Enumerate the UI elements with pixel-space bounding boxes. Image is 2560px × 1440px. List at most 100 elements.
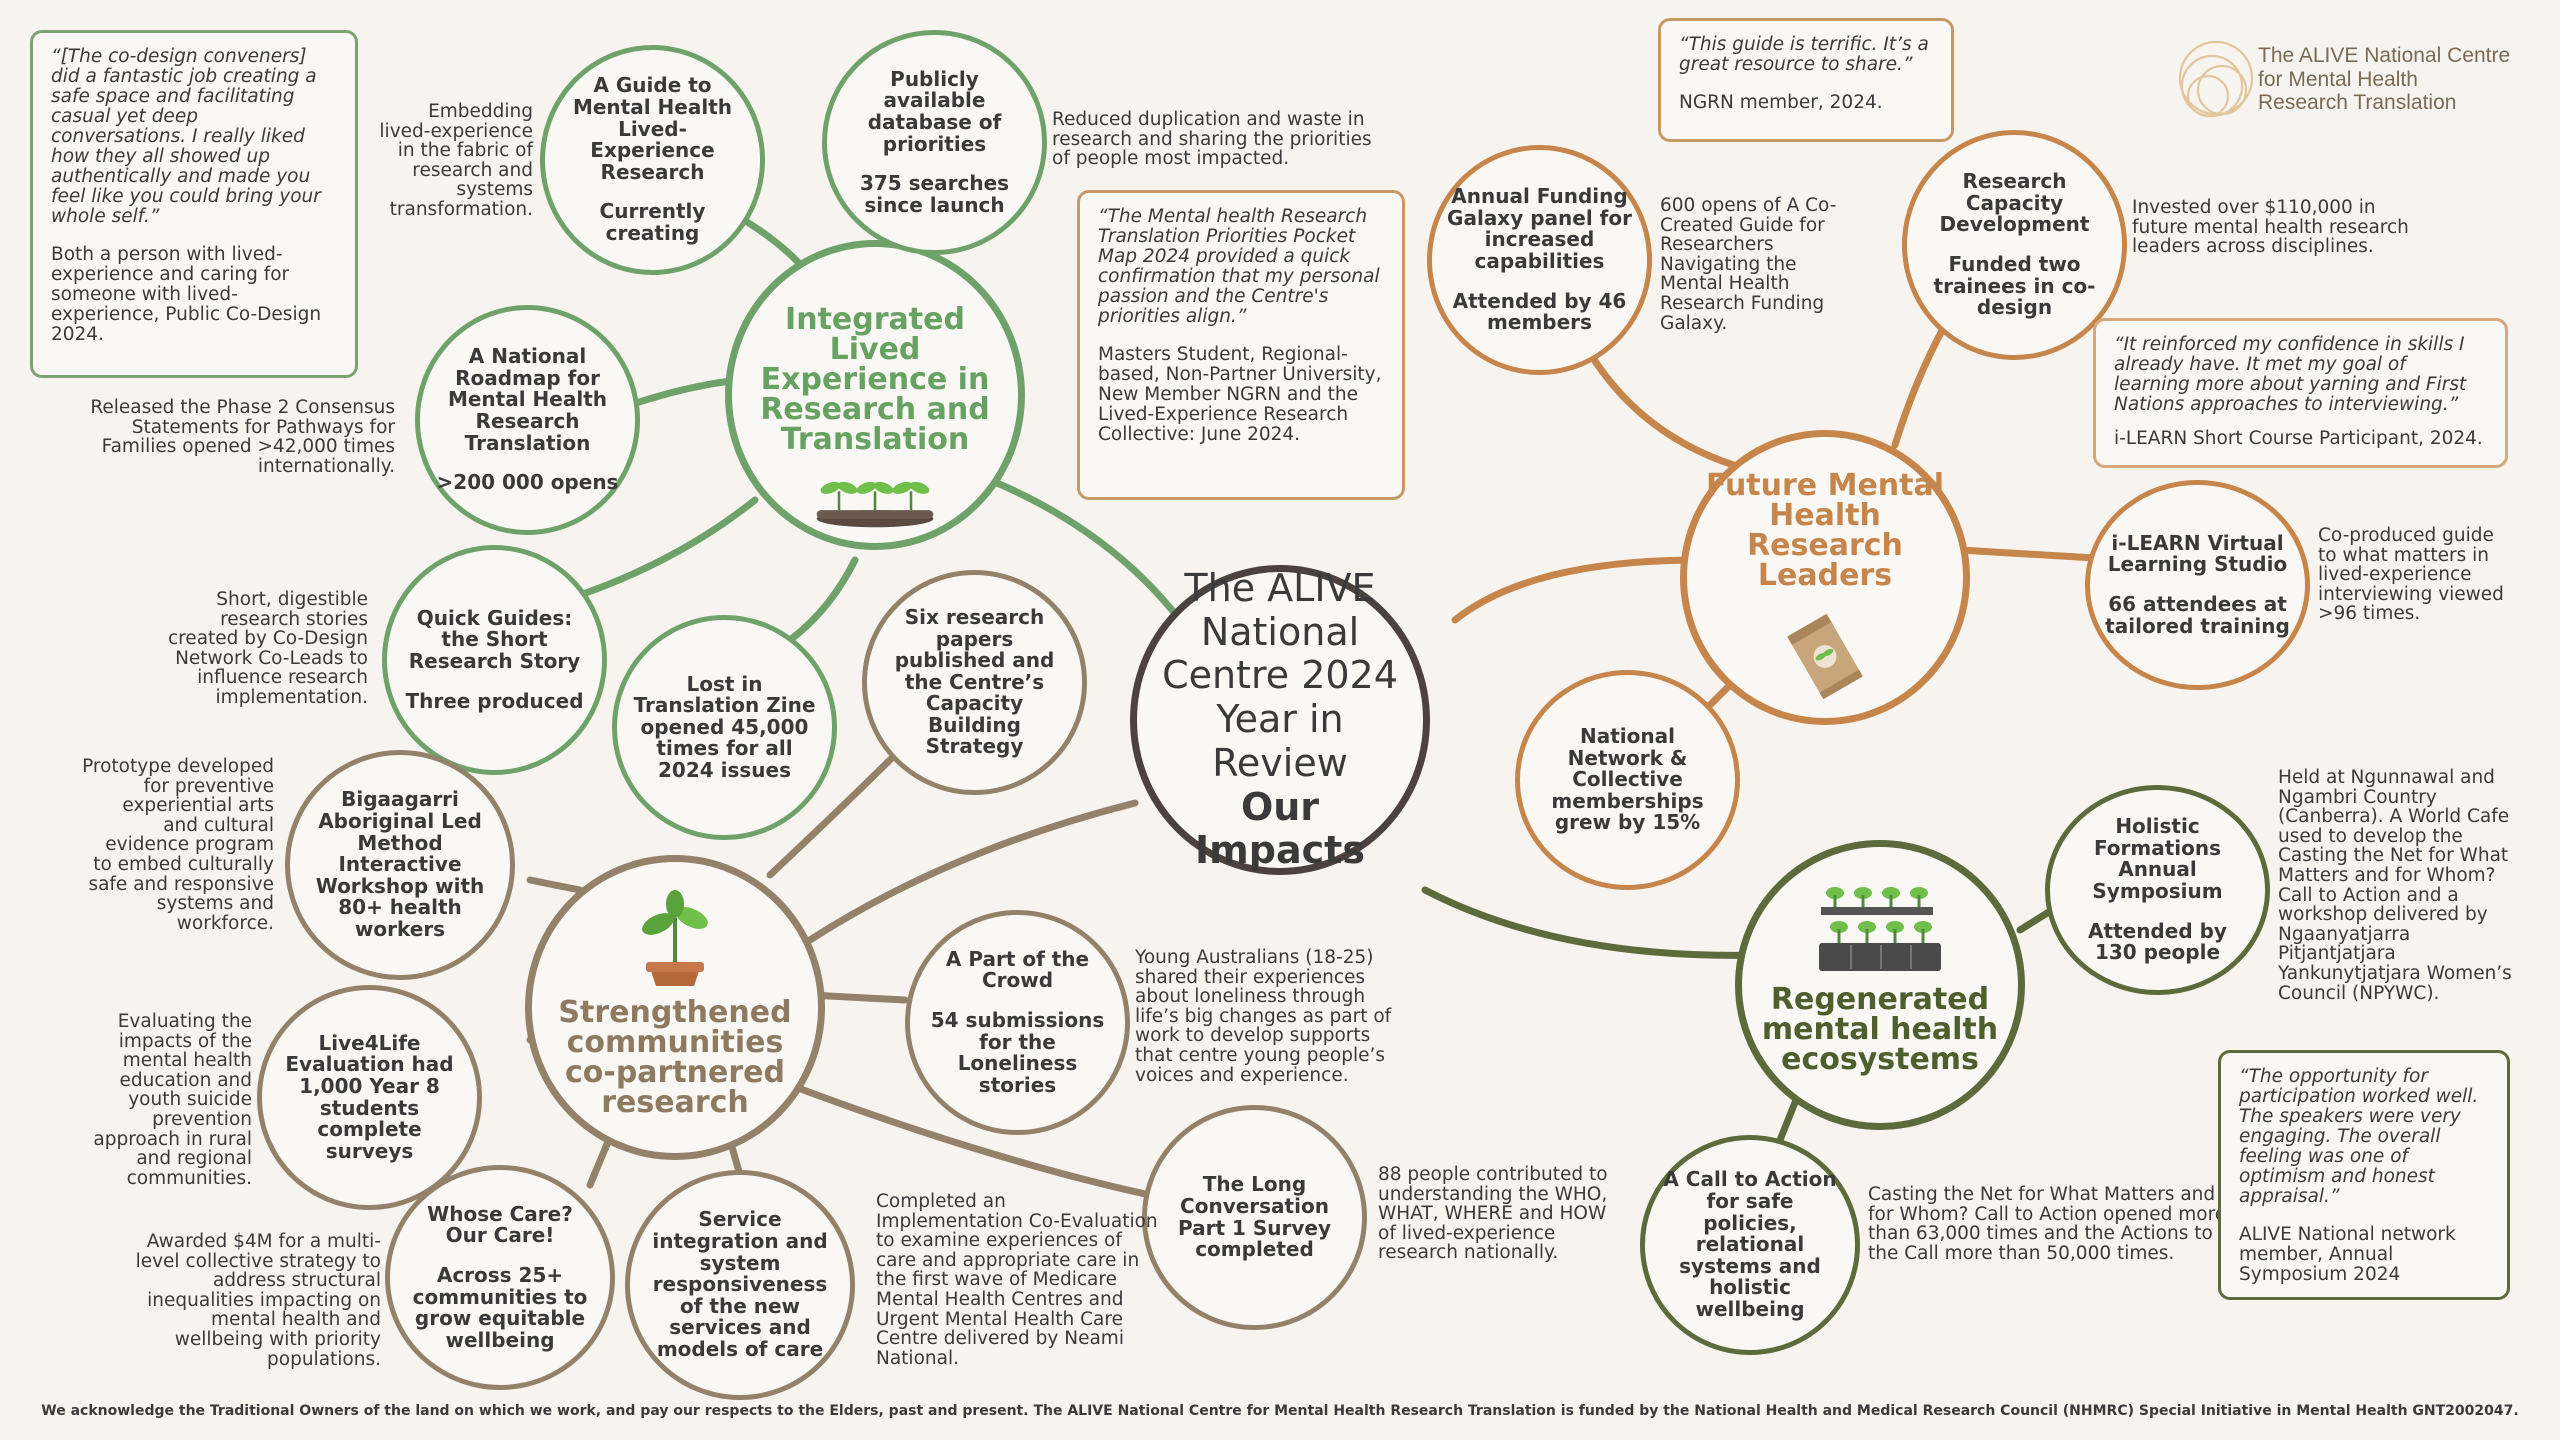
annotation-quickguides: Short, digestible research stories creat… (167, 589, 368, 709)
quote-symposium: “The opportunity for participation worke… (2218, 1050, 2510, 1300)
quote-ilearn-author: i-LEARN Short Course Participant, 2024. (2114, 427, 2483, 449)
node-whosecare-title: Whose Care? Our Care! (427, 1201, 573, 1248)
node-holistic-title: Holistic Formations Annual Symposium (2092, 814, 2223, 903)
connector-leaders-ilearn (1956, 546, 2099, 562)
annotation-bigaagarri: Prototype developed for preventive exper… (82, 756, 274, 934)
annotation-ilearn: Co-produced guide to what matters in liv… (2318, 525, 2504, 625)
node-quickguides-sub: Three produced (405, 688, 584, 713)
logo-text: The ALIVE National Centre for Mental Hea… (2258, 44, 2510, 115)
node-roadmap: A National Roadmap for Mental Health Res… (415, 305, 640, 535)
connector-communities-longconv (786, 1081, 1154, 1199)
node-galaxy-title: Annual Funding Galaxy panel for increase… (1447, 184, 1632, 273)
node-ilearn-title: i-LEARN Virtual Learning Studio (2107, 530, 2288, 577)
quote-pocketmap-text: “The Mental health Research Translation … (1098, 206, 1380, 327)
node-bigaagarri: Bigaagarri Aboriginal Led Method Interac… (285, 750, 515, 980)
quote-symposium-author: ALIVE National network member, Annual Sy… (2239, 1223, 2456, 1285)
centre-title: The ALIVE National Centre 2024 Year in R… (1162, 566, 1398, 785)
annotation-service: Completed an Implementation Co-Evaluatio… (876, 1191, 1158, 1369)
connector-lived-centre (986, 476, 1184, 624)
connector-leaders-galaxy (1581, 341, 1754, 474)
annotation-longconv: 88 people contributed to understanding t… (1378, 1164, 1608, 1264)
quote-symposium-text: “The opportunity for participation worke… (2239, 1066, 2479, 1207)
node-whosecare: Whose Care? Our Care! Across 25+ communi… (385, 1165, 615, 1390)
node-capacity-title: Research Capacity Development (1939, 169, 2090, 237)
annotation-galaxy: 600 opens of A Co-Created Guide for Rese… (1660, 195, 1837, 334)
connector-lived-roadmap (626, 376, 744, 409)
node-crowd-sub: 54 submissions for the Loneliness storie… (930, 1007, 1105, 1097)
annotation-guide: Embedding lived-experience in the fabric… (379, 101, 533, 221)
node-galaxy: Annual Funding Galaxy panel for increase… (1427, 145, 1652, 375)
node-zine-title: Lost in Translation Zine opened 45,000 t… (633, 671, 816, 782)
node-database-title: Publicly available database of prioritie… (867, 66, 1002, 156)
node-roadmap-title: A National Roadmap for Mental Health Res… (447, 344, 608, 455)
node-crowd: A Part of the Crowd 54 submissions for t… (905, 910, 1130, 1135)
sprout-icon (642, 890, 708, 986)
hub-lived-experience: Integrated Lived Experience in Research … (725, 240, 1025, 550)
node-service: Service integration and system responsiv… (625, 1170, 855, 1400)
connector-leaders-centre (1451, 556, 1704, 624)
logo-line-2: for Mental Health (2258, 67, 2418, 91)
seedling-tray-icon (1819, 887, 1941, 971)
connector-lived-zine (786, 556, 859, 644)
connector-leaders-capacity (1891, 321, 1949, 449)
node-papers-title: Six research papers published and the Ce… (894, 604, 1055, 759)
quote-codesign-author: Both a person with lived-experience and … (51, 243, 322, 345)
node-callaction-title: A Call to Action for safe policies, rela… (1663, 1167, 1837, 1321)
node-crowd-title: A Part of the Crowd (945, 946, 1090, 993)
hub-leaders-title: Future Mental Health Research Leaders (1705, 468, 1945, 593)
centre-circle: The ALIVE National Centre 2024 Year in R… (1130, 565, 1430, 875)
quote-pocketmap-author: Masters Student, Regional-based, Non-Par… (1098, 343, 1382, 445)
quote-ngrn-author: NGRN member, 2024. (1679, 91, 1883, 113)
annotation-roadmap: Released the Phase 2 Consensus Statement… (90, 397, 395, 477)
node-capacity: Research Capacity Development Funded two… (1902, 130, 2127, 360)
quote-ngrn: “This guide is terrific. It’s a great re… (1658, 18, 1954, 142)
seedlings-icon (816, 481, 934, 528)
node-guide-sub: Currently creating (599, 199, 706, 245)
centre-subtitle: Our Impacts (1195, 784, 1365, 873)
node-longconv: The Long Conversation Part 1 Survey comp… (1142, 1105, 1367, 1330)
node-quickguides-title: Quick Guides: the Short Research Story (408, 605, 581, 673)
annotation-crowd: Young Australians (18-25) shared their e… (1135, 947, 1392, 1086)
node-bigaagarri-title: Bigaagarri Aboriginal Led Method Interac… (315, 787, 485, 941)
node-papers: Six research papers published and the Ce… (862, 570, 1087, 795)
node-zine: Lost in Translation Zine opened 45,000 t… (612, 615, 837, 840)
quote-ilearn: “It reinforced my confidence in skills I… (2093, 318, 2508, 468)
quote-ilearn-text: “It reinforced my confidence in skills I… (2114, 334, 2467, 415)
logo-line-1: The ALIVE National Centre (2258, 44, 2511, 67)
quote-pocketmap: “The Mental health Research Translation … (1077, 190, 1405, 500)
node-database-sub: 375 searches since launch (859, 171, 1010, 217)
connector-lived-quickguides (576, 496, 759, 599)
footer-acknowledgement: We acknowledge the Traditional Owners of… (41, 1403, 2519, 1419)
quote-ngrn-text: “This guide is terrific. It’s a great re… (1679, 34, 1929, 75)
node-quickguides: Quick Guides: the Short Research Story T… (382, 545, 607, 775)
quote-codesign-text: “[The co-design conveners] did a fantast… (51, 46, 321, 227)
node-database: Publicly available database of prioritie… (822, 30, 1047, 255)
connector-communities-bigaagarri (526, 876, 584, 894)
node-longconv-title: The Long Conversation Part 1 Survey comp… (1177, 1172, 1332, 1262)
hub-regenerated-ecosystems: Regenerated mental health ecosystems (1735, 840, 2025, 1130)
node-holistic-sub: Attended by 130 people (2088, 918, 2227, 965)
quote-codesign: “[The co-design conveners] did a fantast… (30, 30, 358, 378)
logo-line-3: Research Translation (2258, 91, 2457, 115)
node-live4life-title: Live4Life Evaluation had 1,000 Year 8 st… (285, 1030, 454, 1163)
node-ilearn: i-LEARN Virtual Learning Studio 66 atten… (2085, 480, 2310, 690)
hub-lived-title: Integrated Lived Experience in Research … (760, 302, 990, 457)
node-network-title: National Network & Collective membership… (1551, 724, 1704, 835)
annotation-callaction: Casting the Net for What Matters and for… (1868, 1184, 2227, 1264)
node-guide: A Guide to Mental Health Lived-Experienc… (540, 45, 765, 275)
node-live4life: Live4Life Evaluation had 1,000 Year 8 st… (257, 985, 482, 1210)
annotation-capacity: Invested over $110,000 in future mental … (2132, 197, 2409, 258)
annotation-live4life: Evaluating the impacts of the mental hea… (93, 1011, 252, 1189)
node-roadmap-sub: >200 000 opens (436, 470, 619, 495)
node-network: National Network & Collective membership… (1515, 670, 1740, 890)
node-holistic: Holistic Formations Annual Symposium Att… (2045, 785, 2270, 995)
node-service-title: Service integration and system responsiv… (652, 1207, 828, 1361)
node-galaxy-sub: Attended by 46 members (1452, 288, 1627, 335)
node-guide-title: A Guide to Mental Health Lived-Experienc… (572, 73, 733, 184)
node-callaction: A Call to Action for safe policies, rela… (1640, 1135, 1860, 1355)
seed-packet-icon (1787, 613, 1863, 700)
annotation-holistic: Held at Ngunnawal and Ngambri Country (C… (2278, 767, 2512, 1004)
alive-logo-icon (2178, 40, 2254, 118)
annotation-whosecare: Awarded $4M for a multi-level collective… (135, 1231, 381, 1370)
